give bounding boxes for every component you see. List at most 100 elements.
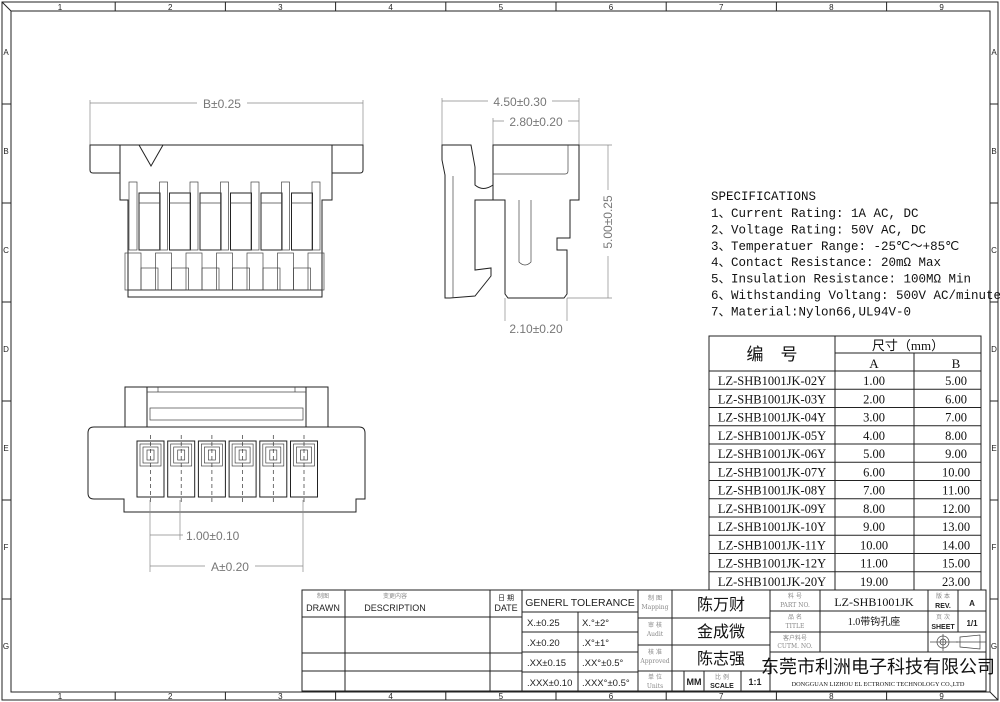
rev-label: REV. xyxy=(935,603,951,610)
part-number: LZ-SHB1001JK-05Y xyxy=(718,429,826,443)
front-view: B±0.25 xyxy=(89,96,364,298)
bottom-view: 1.00±0.10 A±0.20 xyxy=(87,386,366,574)
dim-b-value: 6.00 xyxy=(945,392,967,406)
column-marker: 4 xyxy=(388,692,393,701)
part-number: LZ-SHB1001JK-12Y xyxy=(718,557,826,571)
table-header-part: 编 号 xyxy=(747,345,798,364)
dim-b-value: 9.00 xyxy=(945,447,967,461)
angular-tolerance: .XX°±0.5° xyxy=(582,658,624,669)
role-cn: 审 核 xyxy=(648,621,662,629)
dim-b-value: 11.00 xyxy=(942,484,970,498)
units-value: MM xyxy=(687,677,702,687)
dim-span: A±0.20 xyxy=(211,560,249,574)
dim-a-value: 10.00 xyxy=(860,538,888,552)
table-col-b: B xyxy=(952,356,961,371)
spec-item: 7、Material:Nylon66,UL94V-0 xyxy=(711,305,911,319)
part-number: LZ-SHB1001JK-08Y xyxy=(718,484,826,498)
dim-b-value: 12.00 xyxy=(942,502,970,516)
column-marker: 2 xyxy=(168,3,173,12)
scale-value: 1:1 xyxy=(748,677,761,687)
units-cn: 单 位 xyxy=(648,673,662,681)
role-cn: 核 准 xyxy=(648,648,662,656)
front-rib xyxy=(189,181,199,251)
linear-tolerance: .XX±0.15 xyxy=(527,658,566,669)
column-marker: 7 xyxy=(719,692,724,701)
dim-a-value: 1.00 xyxy=(863,374,885,388)
spec-item: 6、Withstanding Voltang: 500V AC/minute xyxy=(711,289,1000,303)
signatory-name: 陈万财 xyxy=(697,596,745,614)
signatory-name: 陈志强 xyxy=(697,650,745,668)
dim-b-value: 8.00 xyxy=(945,429,967,443)
dim-a-value: 2.00 xyxy=(863,392,885,406)
scale-cn: 比 例 xyxy=(715,673,729,681)
dim-a-value: 8.00 xyxy=(863,502,885,516)
column-marker: 6 xyxy=(609,692,614,701)
row-marker: B xyxy=(991,147,996,156)
dim-a-value: 4.00 xyxy=(863,429,885,443)
title-en: TITLE xyxy=(786,623,805,630)
row-marker: B xyxy=(3,147,8,156)
date-cn: 日 期 xyxy=(498,594,514,602)
front-rib xyxy=(159,181,168,251)
scale-label: SCALE xyxy=(710,683,734,690)
company-name-cn: 东莞市利洲电子科技有限公司 xyxy=(761,657,995,677)
table-header-size: 尺寸（mm） xyxy=(872,338,944,353)
dim-a-value: 6.00 xyxy=(863,465,885,479)
front-rib xyxy=(128,181,138,251)
contact-cavity xyxy=(136,435,165,505)
spec-item: 5、Insulation Resistance: 100MΩ Min xyxy=(711,273,971,287)
spec-item: 3、Temperatuer Range: -25℃～+85℃ xyxy=(711,240,959,254)
date-label: DATE xyxy=(494,603,517,613)
side-view: 4.50±0.30 2.80±0.20 5.00±0.25 2.10±0.20 xyxy=(441,94,616,336)
column-marker: 2 xyxy=(168,692,173,701)
dim-a-value: 11.00 xyxy=(860,557,888,571)
contact-cavity xyxy=(259,435,288,505)
front-rib xyxy=(281,181,290,251)
company-name-en: DONGGUAN LIZHOU EL ECTRONIC TECHNOLOGY C… xyxy=(792,681,965,688)
projection-symbol-icon xyxy=(930,634,986,651)
column-marker: 3 xyxy=(278,3,283,12)
linear-tolerance: .XXX±0.10 xyxy=(527,678,572,689)
rev-value: A xyxy=(969,599,975,608)
contact-cavity xyxy=(167,435,196,505)
column-marker: 4 xyxy=(388,3,393,12)
role-cn: 制 图 xyxy=(648,594,662,602)
part-no-cn: 料 号 xyxy=(788,592,802,600)
spec-item: 1、Current Rating: 1A AC, DC xyxy=(711,207,919,221)
row-marker: A xyxy=(991,48,997,57)
table-row: LZ-SHB1001JK-05Y 4.00 8.00 xyxy=(718,429,967,443)
contact-cavity xyxy=(228,435,257,505)
role-en: Mapping xyxy=(641,604,668,611)
row-marker: D xyxy=(3,345,9,354)
part-number: LZ-SHB1001JK-03Y xyxy=(718,392,826,406)
role-en: Audit xyxy=(646,631,664,638)
specifications: SPECIFICATIONS 1、Current Rating: 1A AC, … xyxy=(711,190,1000,319)
front-slot xyxy=(230,192,252,251)
sheet-value: 1/1 xyxy=(966,619,978,628)
part-number: LZ-SHB1001JK-04Y xyxy=(718,411,826,425)
dim-side-height: 5.00±0.25 xyxy=(601,195,615,249)
part-number: LZ-SHB1001JK-07Y xyxy=(718,465,826,479)
front-slot xyxy=(169,192,191,251)
row-marker: C xyxy=(3,246,9,255)
linear-tolerance: .X±0.20 xyxy=(527,638,560,649)
column-marker: 5 xyxy=(499,692,504,701)
front-slot xyxy=(291,192,313,251)
dim-side-upper: 2.80±0.20 xyxy=(509,115,563,129)
front-slot xyxy=(260,192,283,251)
title-value: 1.0带钩孔座 xyxy=(848,615,901,628)
part-number: LZ-SHB1001JK-06Y xyxy=(718,447,826,461)
spec-title: SPECIFICATIONS xyxy=(711,190,816,204)
column-marker: 1 xyxy=(58,692,63,701)
column-marker: 1 xyxy=(58,3,63,12)
sheet-cn: 页 次 xyxy=(936,613,950,621)
